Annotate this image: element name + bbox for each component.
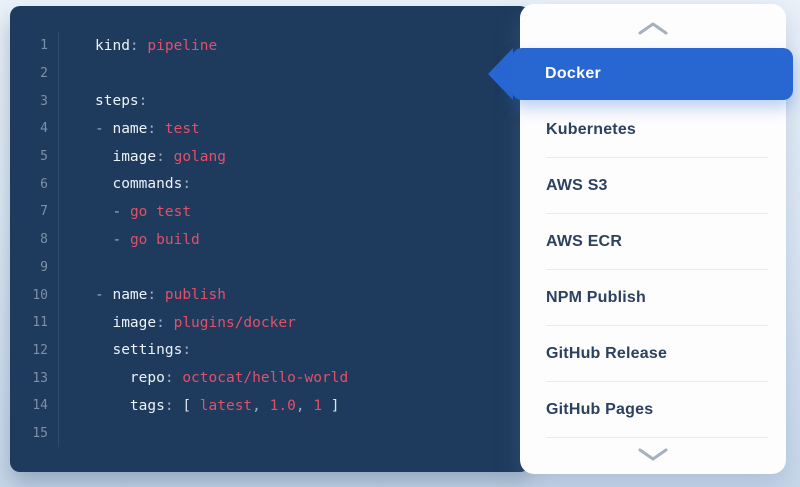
tag-arrow-tip	[488, 48, 513, 100]
line-code: - name: publish	[58, 281, 226, 309]
code-line: 14 tags: [ latest, 1.0, 1 ]	[10, 391, 530, 420]
line-code: tags: [ latest, 1.0, 1 ]	[58, 391, 340, 420]
line-code: - name: test	[58, 115, 200, 143]
line-number: 5	[40, 149, 48, 165]
code-line: 7 - go test	[10, 198, 530, 226]
tag-body: Docker	[512, 48, 793, 100]
plugin-list-item[interactable]: GitHub Release	[546, 326, 768, 382]
code-line: 8 - go build	[10, 225, 530, 254]
code-editor[interactable]: 1 kind: pipeline 2 3 steps: 4 - name: te…	[10, 6, 530, 472]
code-line: 3 steps:	[10, 87, 530, 116]
plugin-list-item[interactable]: Kubernetes	[546, 102, 768, 158]
code-line: 10 - name: publish	[10, 281, 530, 309]
line-code: settings:	[58, 336, 191, 365]
scroll-up-button[interactable]	[520, 6, 786, 50]
line-number: 9	[40, 259, 48, 275]
chevron-up-icon	[633, 20, 673, 36]
selected-plugin-docker[interactable]: Docker	[488, 48, 793, 100]
line-number: 14	[32, 398, 48, 414]
code-line: 1 kind: pipeline	[10, 32, 530, 60]
plugin-item-label: GitHub Release	[546, 344, 668, 362]
code-line: 5 image: golang	[10, 142, 530, 171]
line-code: image: golang	[58, 142, 226, 171]
plugin-item-label: AWS ECR	[546, 232, 623, 250]
line-code: commands:	[58, 170, 191, 199]
plugin-item-label: Kubernetes	[546, 120, 637, 138]
line-number: 3	[40, 93, 48, 109]
code-line: 15	[10, 419, 530, 448]
code-line: 4 - name: test	[10, 115, 530, 143]
line-code: - go build	[58, 225, 200, 254]
plugin-list-item[interactable]: AWS ECR	[546, 214, 768, 270]
plugin-items: Kubernetes AWS S3 AWS ECR NPM Publish Gi…	[520, 102, 786, 438]
plugin-list-item[interactable]: NPM Publish	[546, 270, 768, 326]
plugin-item-label: AWS S3	[546, 176, 608, 194]
line-code: - go test	[58, 198, 191, 226]
line-code: kind: pipeline	[58, 32, 217, 60]
line-number: 10	[32, 287, 48, 303]
plugin-list-item[interactable]: AWS S3	[546, 158, 768, 214]
line-number: 8	[40, 232, 48, 248]
code-line: 9	[10, 253, 530, 282]
plugin-list-item[interactable]: GitHub Pages	[546, 382, 768, 438]
code-line: 12 settings:	[10, 336, 530, 365]
scroll-down-button[interactable]	[520, 434, 786, 474]
code-line: 2	[10, 59, 530, 88]
line-number: 2	[40, 66, 48, 82]
plugin-item-label: NPM Publish	[546, 288, 646, 306]
code-line: 6 commands:	[10, 170, 530, 199]
line-code: image: plugins/docker	[58, 308, 296, 337]
line-number: 6	[40, 176, 48, 192]
line-code	[58, 59, 95, 88]
line-code	[58, 253, 95, 282]
line-number: 12	[32, 342, 48, 358]
line-number: 7	[40, 204, 48, 220]
line-number: 11	[32, 315, 48, 331]
line-number: 13	[32, 370, 48, 386]
chevron-down-icon	[633, 446, 673, 462]
code-line: 13 repo: octocat/hello-world	[10, 364, 530, 392]
plugin-item-label: GitHub Pages	[546, 400, 654, 418]
line-number: 1	[40, 38, 48, 54]
code-lines: 1 kind: pipeline 2 3 steps: 4 - name: te…	[10, 32, 530, 448]
code-line: 11 image: plugins/docker	[10, 308, 530, 337]
line-number: 4	[40, 121, 48, 137]
line-code: repo: octocat/hello-world	[58, 364, 348, 392]
line-code	[58, 419, 95, 448]
line-number: 15	[32, 425, 48, 441]
line-code: steps:	[58, 87, 147, 116]
selected-plugin-label: Docker	[545, 65, 602, 82]
